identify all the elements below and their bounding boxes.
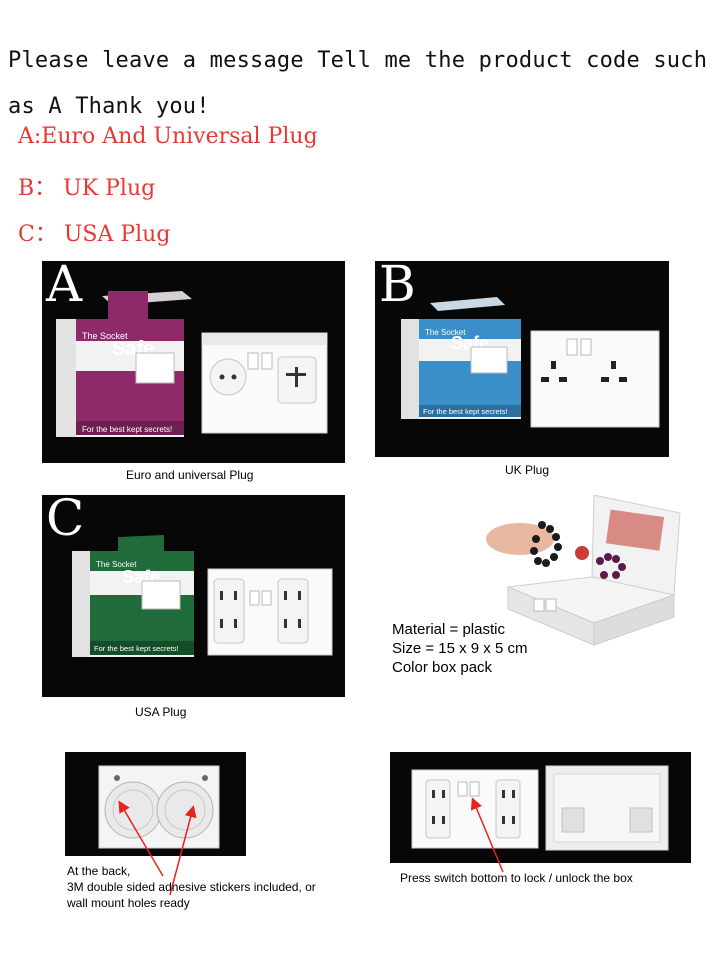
product-code-c: C： USA Plug (18, 222, 171, 247)
product-b-illustration: The Socket Safe For the best kept secret… (401, 297, 660, 428)
box-brand-small-a: The Socket (82, 331, 128, 341)
caption-uk: UK Plug (505, 463, 550, 477)
open-safe-photo (484, 495, 682, 655)
product-a-illustration: The Socket Safe For the best kept secret… (56, 291, 328, 437)
spec-pack: Color box pack (392, 659, 493, 676)
caption-euro-universal: Euro and universal Plug (126, 468, 254, 482)
box-tagline-b: For the best kept secrets! (423, 407, 508, 416)
product-photo-c: The Socket Safe For the best kept secret… (42, 495, 345, 697)
box-brand-small-c: The Socket (96, 560, 137, 569)
product-c-illustration: The Socket Safe For the best kept secret… (72, 535, 333, 657)
box-band-b (419, 319, 521, 339)
box-brand-small-b: The Socket (425, 328, 466, 337)
back-note-line-3: wall mount holes ready (67, 896, 190, 910)
box-tagline-a: For the best kept secrets! (82, 425, 172, 434)
back-note-line-1: At the back, (67, 864, 131, 878)
spec-size: Size = 15 x 9 x 5 cm (392, 640, 528, 657)
box-tagline-c: For the best kept secrets! (94, 644, 179, 653)
box-band-c (90, 551, 194, 571)
caption-usa: USA Plug (135, 705, 187, 719)
instruction-line-1: Please leave a message Tell me the produ… (8, 48, 708, 73)
box-band-a (76, 319, 184, 341)
switch-note: Press switch bottom to lock / unlock the… (400, 871, 633, 885)
product-photo-a: The Socket Safe For the best kept secret… (42, 261, 345, 463)
product-code-a: A:Euro And Universal Plug (18, 124, 318, 149)
spec-material: Material = plastic (392, 621, 505, 638)
press-switch-photo (390, 752, 691, 863)
back-note-line-2: 3M double sided adhesive stickers includ… (67, 880, 316, 894)
back-adhesive-photo (65, 752, 246, 856)
instruction-line-2: as A Thank you! (8, 94, 210, 119)
photo-letter-b: B (379, 261, 416, 313)
photo-letter-c: C (46, 495, 85, 547)
product-code-b: B： UK Plug (18, 176, 156, 201)
product-photo-b: The Socket Safe For the best kept secret… (375, 261, 669, 457)
photo-letter-a: A (46, 261, 83, 313)
